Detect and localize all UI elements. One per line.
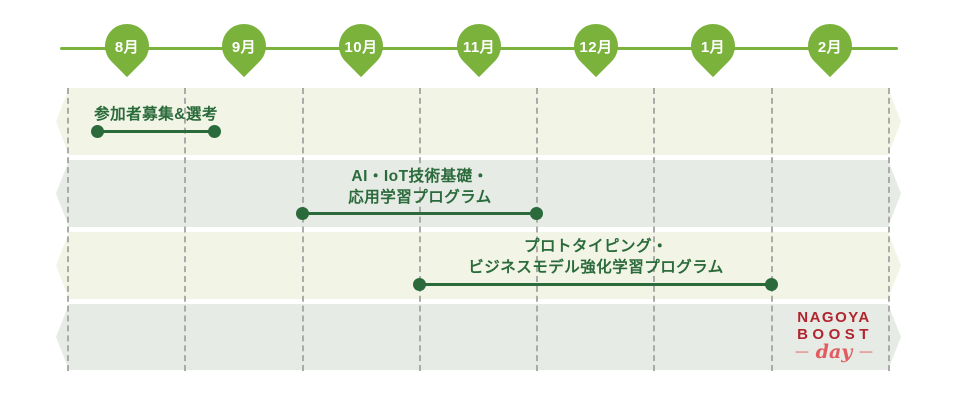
logo-text-nagoya: NAGOYA [797, 309, 871, 326]
month-label: 10月 [344, 38, 378, 56]
gridline-month-boundary [419, 88, 421, 371]
bar-start-dot [91, 125, 104, 138]
bar-start-dot [296, 207, 309, 220]
bar-start-dot [413, 278, 426, 291]
gridline-month-boundary [888, 88, 890, 371]
task-title-recruitment: 参加者募集&選考 [56, 104, 256, 125]
month-pin-9: 9月 [212, 14, 276, 78]
gridline-month-boundary [184, 88, 186, 371]
nagoya-boost-day-logo: NAGOYA BOOST — day — [786, 310, 882, 362]
row-band-boost-day [56, 304, 901, 370]
month-label: 1月 [700, 38, 726, 56]
logo-dash-right: — [858, 344, 873, 360]
logo-day-word: day [815, 341, 853, 363]
month-pin-8: 8月 [95, 14, 159, 78]
task-title-line: プロトタイピング・ [523, 238, 668, 255]
bar-end-dot [530, 207, 543, 220]
task-title-line: 参加者募集&選考 [94, 106, 218, 123]
logo-text-day: — day — [786, 343, 882, 362]
month-label: 9月 [231, 38, 257, 56]
month-label: 11月 [462, 38, 496, 56]
month-label: 8月 [114, 38, 140, 56]
row-band-prototyping-program [56, 232, 901, 299]
task-bar-prototyping-program [413, 278, 778, 291]
month-pin-2: 2月 [798, 14, 862, 78]
task-title-ai-iot-program: AI・IoT技術基礎・ 応用学習プログラム [290, 166, 550, 208]
month-pin-12: 12月 [564, 14, 628, 78]
task-bar-ai-iot-program [296, 207, 543, 220]
gridline-month-boundary [302, 88, 304, 371]
logo-dash-left: — [795, 344, 810, 360]
gridline-month-boundary [67, 88, 69, 371]
month-label: 2月 [817, 38, 843, 56]
task-title-line: AI・IoT技術基礎・ [351, 168, 489, 185]
gridline-month-boundary [653, 88, 655, 371]
month-pin-1: 1月 [681, 14, 745, 78]
month-pin-10: 10月 [329, 14, 393, 78]
task-title-line: ビジネスモデル強化学習プログラム [468, 259, 724, 276]
row-band-recruitment [56, 88, 901, 155]
gridline-month-boundary [771, 88, 773, 371]
row-band-ai-iot-program [56, 160, 901, 227]
task-bar-recruitment [91, 125, 221, 138]
task-title-prototyping-program: プロトタイピング・ ビジネスモデル強化学習プログラム [416, 236, 776, 278]
bar-end-dot [208, 125, 221, 138]
task-title-line: 応用学習プログラム [348, 189, 492, 206]
logo-text-boost: BOOST [797, 326, 873, 343]
bar-end-dot [765, 278, 778, 291]
month-label: 12月 [579, 38, 613, 56]
gridline-month-boundary [536, 88, 538, 371]
month-pin-11: 11月 [447, 14, 511, 78]
